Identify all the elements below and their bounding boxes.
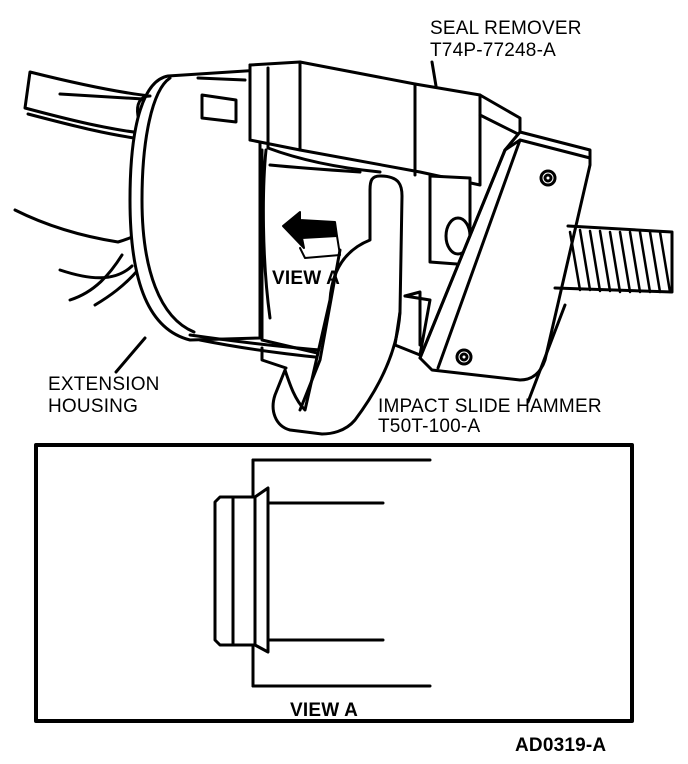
slide-hammer-plate — [418, 130, 592, 382]
tool-frame — [260, 174, 472, 436]
seal-remover-part-number: T74P-77248-A — [430, 40, 556, 61]
leader-slide-hammer — [526, 303, 567, 404]
leader-seal-remover — [430, 60, 438, 88]
view-a-caption: VIEW A — [290, 700, 359, 721]
impact-slide-hammer-label: IMPACT SLIDE HAMMER — [378, 396, 602, 417]
extension-housing-label: EXTENSION — [48, 374, 160, 395]
view-a-arrow-label: VIEW A — [272, 268, 341, 289]
view-a-detail — [213, 458, 432, 688]
figure-code: AD0319-A — [515, 735, 607, 756]
extension-housing-label-line2: HOUSING — [48, 396, 139, 417]
leader-extension-housing — [114, 336, 147, 374]
impact-slide-hammer-part-number: T50T-100-A — [378, 416, 481, 437]
view-a-frame — [34, 443, 634, 723]
extension-housing-casting — [13, 70, 162, 307]
view-a-arrow-icon — [282, 211, 341, 259]
threaded-rod — [553, 224, 674, 294]
housing-flange — [128, 68, 272, 342]
seal-remover-label: SEAL REMOVER — [430, 18, 582, 39]
